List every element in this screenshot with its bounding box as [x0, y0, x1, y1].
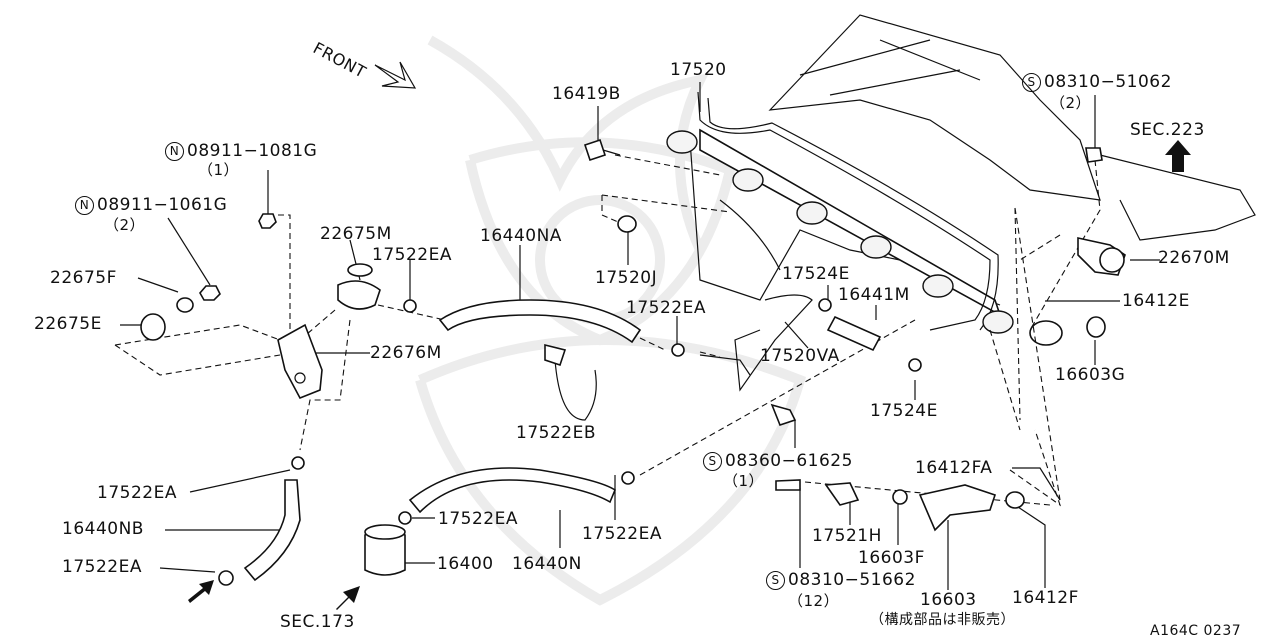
footer-code: A164C 0237 [1150, 623, 1242, 639]
callout-17520va: 17520VA [760, 346, 840, 366]
callout-16440nb: 16440NB [62, 519, 144, 539]
not-for-sale-note: （構成部品は非販売） [870, 612, 1015, 628]
callout-17524e-top: 17524E [782, 264, 850, 284]
callout-16603: 16603 [920, 590, 977, 610]
callout-16412f: 16412F [1012, 588, 1079, 608]
callout-16440na: 16440NA [480, 226, 562, 246]
callout-08310-51662-qty: （12） [788, 592, 840, 610]
callout-16603f: 16603F [858, 548, 925, 568]
s-symbol-icon: S [703, 452, 722, 471]
callout-08360-61625-qty: （1） [723, 472, 765, 490]
sec173-arrow [336, 586, 360, 610]
callout-22676m: 22676M [370, 343, 442, 363]
callout-17520: 17520 [670, 60, 727, 80]
front-arrow [374, 61, 417, 89]
callout-16412fa: 16412FA [915, 458, 993, 478]
sec223-label: SEC.223 [1130, 120, 1205, 140]
n-symbol-icon: N [165, 142, 184, 161]
callout-17522ea-low: 17522EA [438, 509, 518, 529]
callout-17520j: 17520J [595, 268, 658, 288]
callout-08310-51062-number: 08310−51062 [1044, 72, 1172, 92]
callout-17524e-bottom: 17524E [870, 401, 938, 421]
callout-08911-1061g-number: 08911−1061G [97, 195, 228, 215]
callout-16441m: 16441M [838, 285, 910, 305]
callout-17522ea-left2: 17522EA [62, 557, 142, 577]
outflow-arrow [188, 580, 214, 603]
callout-08310-51662-number: 08310−51662 [788, 570, 916, 590]
sec173-label: SEC.173 [280, 612, 355, 632]
callout-08310-51062-qty: （2） [1050, 94, 1092, 112]
callout-08911-1081g-qty: （1） [198, 161, 240, 179]
callout-17522ea-mid: 17522EA [626, 298, 706, 318]
callout-22670m: 22670M [1158, 248, 1230, 268]
callout-17521h: 17521H [812, 526, 882, 546]
callout-16412e: 16412E [1122, 291, 1190, 311]
hoses [243, 294, 882, 582]
callout-17522ea-left1: 17522EA [97, 483, 177, 503]
components [140, 138, 1126, 586]
callout-17522ea-top: 17522EA [372, 245, 452, 265]
callout-22675m: 22675M [320, 224, 392, 244]
callout-08911-1081g-number: 08911−1081G [187, 141, 318, 161]
callout-17522ea-right: 17522EA [582, 524, 662, 544]
callout-16603g: 16603G [1055, 365, 1126, 385]
callout-16400: 16400 [437, 554, 494, 574]
fuel-rail [666, 91, 1063, 346]
callout-17522eb: 17522EB [516, 423, 596, 443]
s-symbol-icon: S [1022, 73, 1041, 92]
callout-16419b: 16419B [552, 84, 621, 104]
callout-08360-61625-number: 08360−61625 [725, 451, 853, 471]
callout-22675e: 22675E [34, 314, 102, 334]
callout-16440n: 16440N [512, 554, 582, 574]
callout-22675f: 22675F [50, 268, 117, 288]
n-symbol-icon: N [75, 196, 94, 215]
sec223-arrow [1165, 140, 1191, 172]
callout-08911-1061g-qty: （2） [104, 216, 146, 234]
s-symbol-icon: S [766, 571, 785, 590]
